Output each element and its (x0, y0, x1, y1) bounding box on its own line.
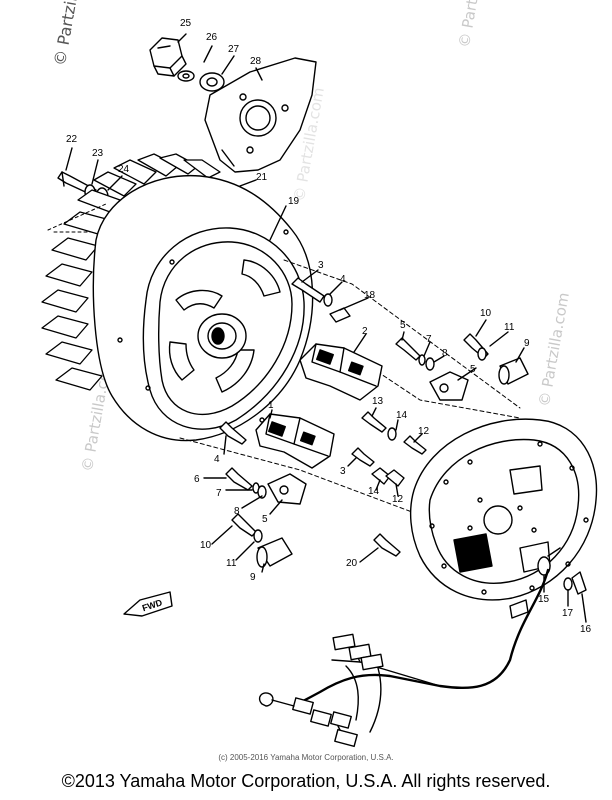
callout-17: 17 (562, 608, 574, 619)
callout-15: 15 (538, 594, 550, 605)
callout-5-lower: 5 (262, 514, 268, 525)
callout-13: 13 (372, 396, 384, 407)
callout-23: 23 (92, 148, 104, 159)
cooling-fins (41, 153, 221, 391)
screw-16 (571, 571, 587, 595)
callout-1: 1 (268, 400, 274, 411)
screw-12-upper (403, 435, 427, 455)
callout-4-upper: 4 (340, 274, 346, 285)
screw-4-lower (219, 421, 247, 445)
washer-14-upper (387, 427, 397, 441)
callout-10-upper: 10 (480, 308, 492, 319)
callout-12-lower: 12 (392, 494, 404, 505)
callout-7-lower: 7 (216, 488, 222, 499)
fwd-arrow (123, 591, 173, 617)
stator-plate (409, 418, 598, 601)
washer-17 (563, 577, 573, 591)
screw-3-lower (351, 447, 375, 467)
washer-4-upper (323, 293, 333, 307)
callout-3-upper: 3 (318, 260, 324, 271)
callout-5-mid: 5 (470, 364, 476, 375)
copyright-footer: ©2013 Yamaha Motor Corporation, U.S.A. A… (61, 771, 551, 791)
callout-11-upper: 11 (504, 322, 515, 333)
callout-9-upper: 9 (524, 338, 530, 349)
connector-6 (330, 711, 352, 729)
connector-3 (360, 653, 384, 671)
callout-20: 20 (346, 558, 358, 569)
cover-plate-hole (239, 99, 277, 137)
callout-7-upper: 7 (426, 334, 432, 345)
callout-26: 26 (206, 32, 218, 43)
connector-7 (334, 728, 358, 748)
screw-20 (373, 533, 401, 557)
connector-4 (292, 697, 314, 715)
diagram-caption: (c) 2005-2016 Yamaha Motor Corporation, … (218, 753, 394, 762)
callout-3-lower: 3 (340, 466, 346, 477)
screw-6 (225, 467, 253, 491)
screw-10-lower (231, 513, 257, 537)
callout-6: 6 (194, 474, 200, 485)
screw-3-upper (291, 277, 325, 303)
callout-8-lower: 8 (234, 506, 240, 517)
washer-11-lower (253, 529, 263, 543)
washer-8-lower (257, 485, 267, 499)
screw-5-upper (395, 337, 421, 361)
callout-11-lower: 11 (226, 558, 237, 569)
lock-washer (177, 70, 195, 82)
callout-10-lower: 10 (200, 540, 212, 551)
callout-9-lower: 9 (250, 572, 256, 583)
contact-breaker-lower (267, 473, 307, 505)
nut-part (149, 37, 183, 69)
callout-14-lower: 14 (368, 486, 380, 497)
wiring-harness (292, 568, 550, 708)
callout-12-upper: 12 (418, 426, 430, 437)
connector-5 (310, 709, 332, 727)
callout-16: 16 (580, 624, 592, 635)
callout-2: 2 (362, 326, 368, 337)
ring-terminal (258, 692, 274, 707)
flat-washer (199, 72, 225, 92)
callout-22: 22 (66, 134, 78, 145)
screw-12-lower (385, 469, 405, 487)
screw-13 (361, 411, 387, 433)
washer-11-upper (477, 347, 487, 361)
callout-25: 25 (180, 18, 192, 29)
washer-7-upper (418, 354, 426, 366)
cover-plate (204, 57, 317, 173)
callout-18: 18 (364, 290, 376, 301)
callout-8-upper: 8 (442, 348, 448, 359)
callout-21: 21 (256, 172, 268, 183)
connector-1 (332, 633, 356, 651)
washer-8-upper (425, 357, 435, 371)
callout-5-upper: 5 (400, 320, 406, 331)
callout-4-lower: 4 (214, 454, 220, 465)
contact-breaker-upper (429, 371, 469, 401)
callout-19: 19 (288, 196, 300, 207)
callout-28: 28 (250, 56, 262, 67)
callout-14-upper: 14 (396, 410, 408, 421)
callout-numbers: 25 26 27 28 22 23 24 21 19 3 4 18 2 5 7 … (66, 18, 592, 635)
callout-24: 24 (118, 164, 130, 175)
callout-27: 27 (228, 44, 240, 55)
